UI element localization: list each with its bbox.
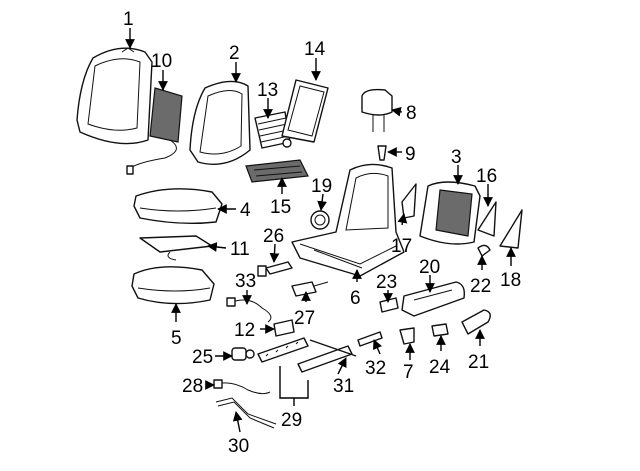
part-25-switch [231,347,255,361]
callout-2: 2 [229,43,240,64]
callout-7: 7 [403,362,414,383]
callout-11: 11 [230,239,250,260]
part-2-seatback-cover [189,80,251,165]
callout-28: 28 [182,376,203,397]
callout-25: 25 [192,347,213,368]
part-22-cap [477,244,491,257]
callout-12: 12 [234,320,255,341]
part-26-motor [257,261,293,277]
callout-31: 31 [333,376,354,397]
callout-13: 13 [257,80,278,101]
part-30-cable [215,397,277,429]
callout-5: 5 [171,328,182,349]
callout-23: 23 [376,272,397,293]
part-33-harness [226,297,272,323]
part-32-bracket [357,331,383,347]
part-24-cap [431,323,449,337]
callout-26: 26 [263,226,284,247]
part-5-cushion [131,266,215,305]
callout-1: 1 [123,9,134,30]
leader-lines [125,28,516,433]
part-4-cushion-cover [133,188,223,225]
part-28-harness [213,379,271,395]
callout-15: 15 [270,197,291,218]
part-15-spring-mat [245,159,309,183]
part-31-track-lower [297,339,357,373]
callout-29: 29 [281,410,302,431]
part-1-seatback-cover [76,47,153,145]
part-3-seatback-assembly [419,181,481,245]
part-14-back-panel [281,79,329,148]
callout-10: 10 [151,51,172,72]
part-19-knob [310,210,330,230]
callout-14: 14 [304,39,326,60]
callout-20: 20 [419,257,440,278]
part-6-seat-frame [291,163,405,277]
callout-17: 17 [391,236,412,257]
part-8-headrest [361,88,393,132]
part-16-trim-panel [477,201,497,237]
callout-9: 9 [405,144,416,165]
part-10-back-pad [126,87,183,175]
callout-21: 21 [468,352,489,373]
part-23-switch [379,297,399,313]
part-7-latch [399,327,415,345]
part-17-side-trim [401,183,417,219]
part-18-trim-panel [499,209,523,249]
callout-22: 22 [470,276,491,297]
callout-33: 33 [235,271,256,292]
callout-27: 27 [294,308,315,329]
part-13-lumbar [254,111,291,149]
callout-labels: 1 10 2 14 13 8 9 3 16 19 4 15 26 11 17 2… [123,9,521,457]
callout-6: 6 [350,288,361,309]
part-11-pad [139,235,213,261]
part-29-track-upper [257,337,309,363]
part-27-motor [291,281,329,297]
part-12-module [273,319,295,337]
part-20-side-shield [401,281,466,317]
callout-19: 19 [311,176,332,197]
callout-32: 32 [365,358,386,379]
part-21-handle [461,309,491,335]
callout-18: 18 [500,270,521,291]
callout-3: 3 [451,147,462,168]
part-9-guide [377,145,387,161]
callout-8: 8 [406,103,417,124]
callout-4: 4 [240,200,251,221]
callout-24: 24 [429,357,451,378]
callout-30: 30 [228,436,249,457]
callout-16: 16 [476,166,497,187]
